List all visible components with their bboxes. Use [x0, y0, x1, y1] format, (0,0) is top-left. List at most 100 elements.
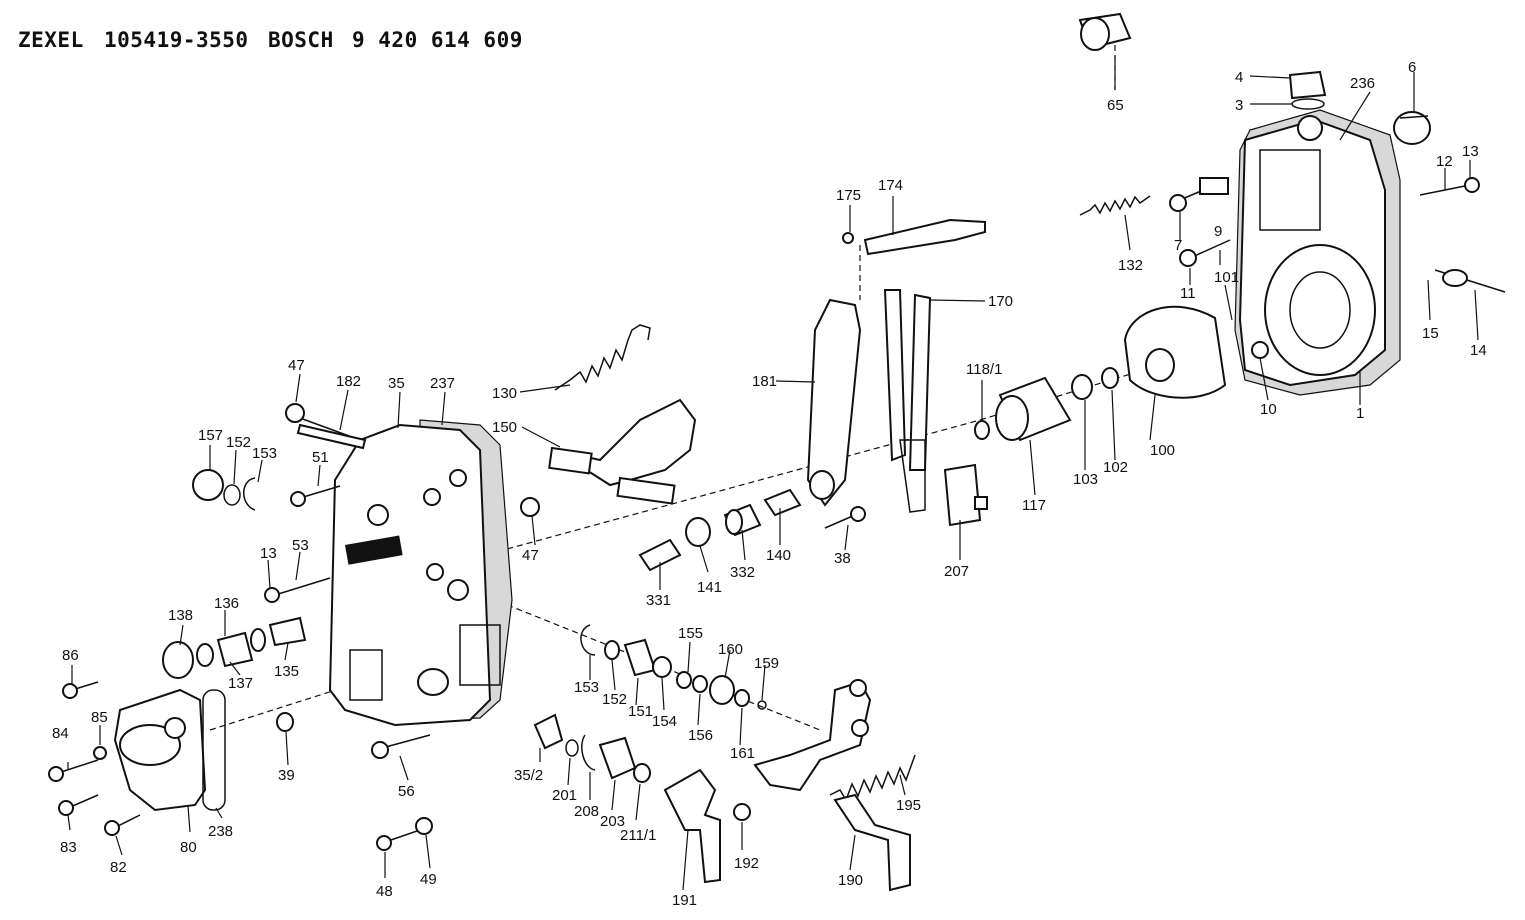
callout-331: 331 — [646, 592, 671, 609]
callout-132: 132 — [1118, 257, 1143, 274]
callout-182: 182 — [336, 373, 361, 390]
callout-152-center: 152 — [602, 691, 627, 708]
spring-132 — [1079, 195, 1151, 216]
callout-154: 154 — [652, 713, 677, 730]
callout-35: 35 — [388, 375, 405, 392]
parts-201-211 — [533, 713, 651, 783]
callout-211-1: 211/1 — [620, 827, 656, 844]
callout-13-top: 13 — [1462, 143, 1479, 160]
callout-51: 51 — [312, 449, 329, 466]
callout-6: 6 — [1408, 59, 1416, 76]
nut-65 — [1078, 12, 1132, 51]
callout-141: 141 — [697, 579, 722, 596]
callout-156: 156 — [688, 727, 713, 744]
callout-38: 38 — [834, 550, 851, 567]
callout-174: 174 — [878, 177, 903, 194]
callout-170: 170 — [988, 293, 1013, 310]
callout-1: 1 — [1356, 405, 1364, 422]
callout-136: 136 — [214, 595, 239, 612]
lever-150 — [548, 398, 697, 505]
callout-150: 150 — [492, 419, 517, 436]
breather-cap — [1393, 111, 1431, 145]
callout-100: 100 — [1150, 442, 1175, 459]
callout-11: 11 — [1180, 285, 1196, 302]
callout-85: 85 — [91, 709, 108, 726]
callout-80: 80 — [180, 839, 197, 856]
callout-82: 82 — [110, 859, 127, 876]
callout-237: 237 — [430, 375, 455, 392]
callout-157: 157 — [198, 427, 223, 444]
callout-140: 140 — [766, 547, 791, 564]
callout-14: 14 — [1470, 342, 1487, 359]
block-207 — [943, 463, 988, 527]
callout-7: 7 — [1174, 237, 1182, 254]
link-lever — [753, 679, 872, 792]
gasket-238 — [202, 689, 226, 811]
callout-4: 4 — [1235, 69, 1243, 86]
callout-12: 12 — [1436, 153, 1453, 170]
callout-153-center: 153 — [574, 679, 599, 696]
callout-175: 175 — [836, 187, 861, 204]
governor-cover — [328, 419, 513, 727]
callout-10: 10 — [1260, 401, 1277, 418]
callout-84: 84 — [52, 725, 69, 742]
parts-157-152-153 — [192, 469, 256, 511]
small-washers — [974, 367, 1119, 440]
callout-236: 236 — [1350, 75, 1375, 92]
callout-35-2: 35/2 — [514, 767, 543, 784]
callout-117: 117 — [1022, 497, 1046, 514]
callout-160: 160 — [718, 641, 743, 658]
sleeve-117 — [995, 376, 1072, 442]
leader-lines — [67, 55, 1479, 891]
callout-130: 130 — [492, 385, 517, 402]
callout-137: 137 — [228, 675, 253, 692]
lever-174 — [842, 218, 986, 256]
callout-3: 3 — [1235, 97, 1243, 114]
bracket-191 — [663, 768, 751, 884]
bolts-right — [1169, 177, 1506, 359]
callout-13-left: 13 — [260, 545, 277, 562]
callout-192: 192 — [734, 855, 759, 872]
callout-152-left: 152 — [226, 434, 251, 451]
lever-181 — [806, 298, 862, 507]
title-brand-bosch: BOSCH — [268, 28, 334, 52]
callout-39: 39 — [278, 767, 295, 784]
title-zexel-number: 105419-3550 — [104, 28, 249, 52]
lever-170 — [883, 289, 932, 513]
callout-135: 135 — [274, 663, 299, 680]
axis-parts — [520, 488, 802, 572]
callout-65: 65 — [1107, 97, 1124, 114]
callout-238: 238 — [208, 823, 233, 840]
callout-103: 103 — [1073, 471, 1098, 488]
callout-151: 151 — [628, 703, 653, 720]
callout-9: 9 — [1214, 223, 1222, 240]
screws-left — [48, 403, 433, 851]
spring-195 — [829, 754, 916, 802]
bracket-190 — [833, 793, 911, 892]
screw-38 — [824, 506, 866, 529]
callout-83: 83 — [60, 839, 77, 856]
callout-47-center: 47 — [522, 547, 539, 564]
governor-housing — [1234, 109, 1401, 396]
callout-49: 49 — [420, 871, 437, 888]
callout-153-left: 153 — [252, 445, 277, 462]
callout-labels: 65 4 3 236 6 12 13 14 15 1 10 11 101 9 7… — [52, 59, 1487, 909]
rod-182 — [296, 423, 367, 450]
callout-118-1: 118/1 — [966, 361, 1002, 378]
callout-181: 181 — [752, 373, 777, 390]
title-bosch-number: 9 420 614 609 — [352, 28, 523, 52]
spring-130 — [554, 324, 651, 391]
callout-201: 201 — [552, 787, 577, 804]
title-brand-zexel: ZEXEL — [18, 28, 84, 52]
front-cover-80 — [113, 688, 207, 812]
callout-191: 191 — [672, 892, 697, 909]
callout-332: 332 — [730, 564, 755, 581]
callout-190: 190 — [838, 872, 863, 889]
flyweight-assembly — [1123, 305, 1227, 399]
callout-155: 155 — [678, 625, 703, 642]
callout-15: 15 — [1422, 325, 1439, 342]
callout-159: 159 — [754, 655, 779, 672]
callout-102: 102 — [1103, 459, 1128, 476]
callout-53: 53 — [292, 537, 309, 554]
callout-138: 138 — [168, 607, 193, 624]
